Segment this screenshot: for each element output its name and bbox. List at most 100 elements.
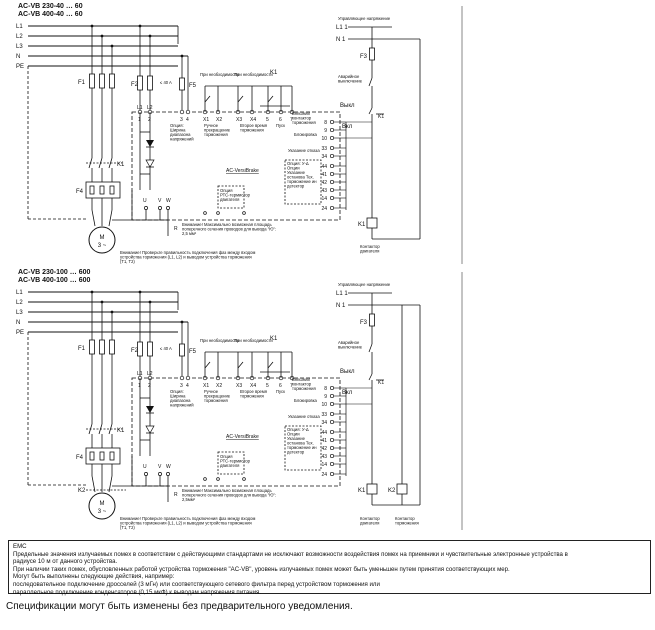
emc-notice: EMC Предельные значения излучаемых помех… [8,540,651,596]
terminal-number: 14 [321,196,327,202]
terminal-number: 44 [321,164,327,170]
power-line-label: L2 [16,34,23,40]
warning-note: (T1, T2) [120,259,135,264]
right-block-label: торможение ин [287,445,317,450]
warning-note: (T1, T2) [120,525,135,530]
fuse-label: F3 [360,320,368,326]
terminal-circle [216,211,220,215]
terminal-circle [144,472,148,476]
emc-title: EMC [13,543,27,550]
terminal-circle [329,461,335,467]
control-line-label: N 1 [336,303,346,309]
thermistor-label: двигателя [220,463,239,468]
fuse-F1 [99,73,105,89]
terminal-circle [144,206,148,210]
terminal-circle [179,375,185,381]
right-block-label: торможение ин [287,179,317,184]
terminal-number: 34 [321,420,327,426]
terminal-number: X1 [203,383,209,389]
terminal-mark: W [166,464,171,470]
estop-label: Аварийное [338,340,360,345]
fuse-F5 [179,77,185,91]
option-relay-box [284,425,322,471]
right-block-label: детектор [287,450,305,455]
overload-label: F4 [76,455,84,461]
terminal-circle [329,135,335,141]
contactor-coil-K1 [366,217,378,229]
terminal-circle [329,145,335,151]
terminal-number: 2 [148,383,151,389]
power-line-label: L2 [16,300,23,306]
terminal-mark: L1 [137,371,143,377]
terminal-number: X4 [250,383,256,389]
input-switch [204,95,211,103]
control-voltage-label: Управляющее напряжение [338,282,391,287]
model-title: AC-VB 400-40 … 60 [18,11,83,18]
control-line-label: N 1 [336,37,346,43]
fuse-label: F1 [78,80,86,86]
power-line-label: N [16,54,20,60]
right-block-label: Внешний [292,111,310,116]
terminal-number: 4 [186,383,189,389]
wire [91,475,96,493]
terminal-circle [158,472,162,476]
input-switch [204,361,211,369]
terminal-circle [329,401,335,407]
terminal-number: 43 [321,454,327,460]
footer-note: Спецификации могут быть изменены без пре… [6,601,353,612]
terminal-number: 33 [321,146,327,152]
thermistor-label: РТС-термистор [220,193,251,198]
terminal-circle [329,171,335,177]
junction-dot [180,54,184,58]
thermistor-label: РТС-термистор [220,459,251,464]
right-block-label: Опции [287,166,300,171]
terminal-number: 3 [180,117,183,123]
switch-label: торможения [204,132,228,137]
input-switch [237,95,244,103]
fuse-label: F5 [189,83,197,89]
fuse-F1 [99,339,105,355]
terminal-circle [329,195,335,201]
start-label: Вкл [342,390,353,396]
terminal-number: 5 [266,117,269,123]
terminal-number: 5 [266,383,269,389]
right-block-label: останова Тех. [287,175,314,180]
overload-element [109,451,115,461]
overload-label: F4 [76,189,84,195]
emc-line: радиусе 10 м от данного устройства. [13,558,118,566]
input-switch [267,95,274,103]
control-line-label: L1 1 [336,291,348,297]
motor-label: M [100,235,105,241]
emc-line: При наличии таких помех, обусловленных р… [13,565,510,573]
estop-label: выключение [338,345,363,350]
terminal-circle [329,187,335,193]
emc-line: Предельные значения излучаемых помех в с… [13,550,568,558]
fuse-F3 [369,47,375,61]
fuse-label: F3 [360,54,368,60]
power-line-label: L1 [16,24,23,30]
input-label: При необходимости [234,338,273,343]
overload-element [89,451,95,461]
overload-relay-F4 [85,181,121,199]
thermistor-option-box [217,185,245,209]
power-line-label: PE [16,330,24,336]
wire [108,209,113,227]
diode-symbol [146,140,154,147]
fuse-label: F1 [78,346,86,352]
fuse-F1 [89,339,95,355]
switch-label: напряжений [170,137,194,142]
input-label: При необходимости [200,338,239,343]
right-block-label: торможения [292,386,316,391]
terminal-circle [179,109,185,115]
terminal-mark: R [174,492,178,498]
switch-label: Второе время [240,123,267,128]
terminal-number: X3 [236,383,242,389]
fuse-F1 [89,73,95,89]
fuse-label: F5 [189,349,197,355]
terminal-number: 9 [324,128,327,134]
emc-line: последовательное подключение дросселей (… [13,580,380,588]
emc-line: Могут быть выполнены следующие действия,… [13,573,175,581]
thermistor-label: Опция [220,454,233,459]
warning-note: Внимание! Максимально возможная площадь [182,488,272,493]
